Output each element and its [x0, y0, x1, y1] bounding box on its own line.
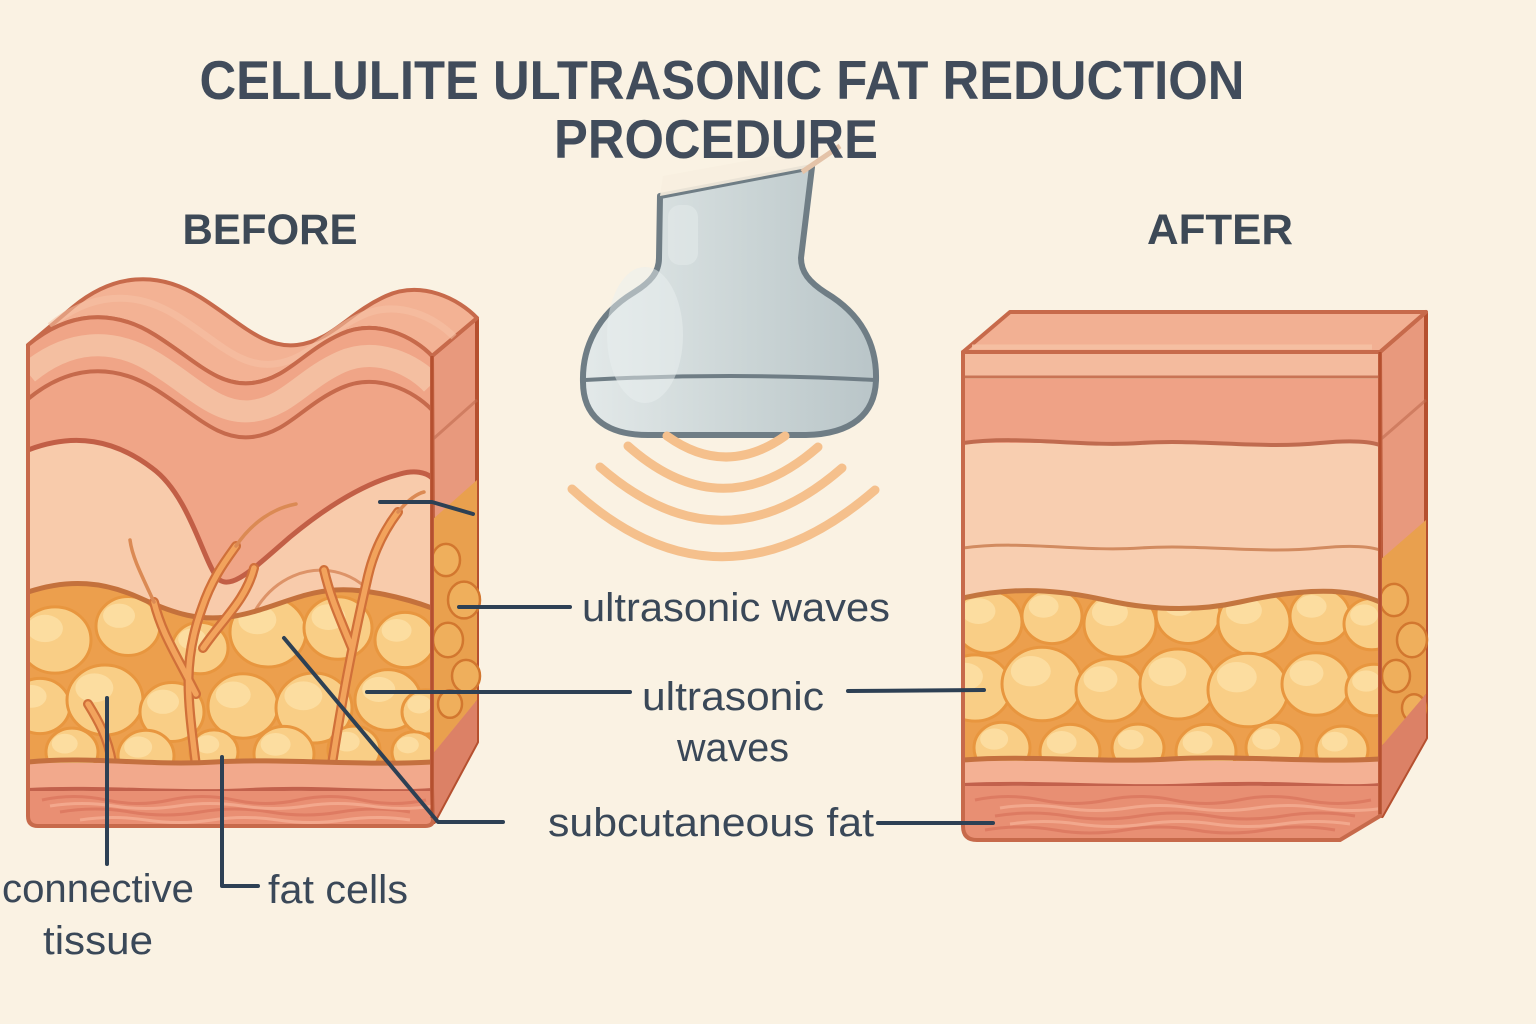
diagram-title-line1: CELLULITE ULTRASONIC FAT REDUCTION	[200, 49, 1245, 111]
transducer-top-streak	[800, 143, 842, 175]
before-muscle-layer	[28, 791, 433, 826]
label-subcutaneous-fat: subcutaneous fat	[548, 801, 874, 845]
after-section-label: AFTER	[1147, 206, 1293, 254]
before-skin-block	[26, 277, 482, 828]
after-membrane-band	[963, 755, 1380, 789]
leader-dimple-pointer	[378, 500, 475, 516]
after-block-outline	[961, 350, 1382, 842]
leader-lines	[105, 500, 995, 888]
ultrasonic-wave-arcs-icon	[567, 431, 880, 562]
label-ultrasonic-waves-center-line2: waves	[676, 726, 789, 770]
before-membrane-band	[28, 757, 433, 794]
transducer-highlight	[607, 267, 683, 403]
before-block-outline	[26, 315, 435, 828]
after-fat-layer	[963, 588, 1380, 764]
diagram-title-line2: PROCEDURE	[554, 108, 878, 170]
label-connective-tissue-line1: connective	[2, 867, 194, 911]
before-section-label: BEFORE	[183, 206, 358, 254]
after-muscle-layer	[963, 786, 1380, 840]
after-skin-block	[961, 310, 1429, 842]
before-fat-layer	[28, 581, 433, 770]
before-top-face-highlight	[47, 294, 457, 368]
label-connective-tissue-line2: tissue	[43, 919, 153, 963]
ultrasound-transducer-icon	[579, 143, 880, 438]
label-fat-cells: fat cells	[268, 868, 408, 912]
leader-ultrasonic-waves-center-right	[846, 688, 986, 693]
before-connective-strands	[83, 490, 426, 771]
transducer-top-fade	[660, 148, 818, 196]
leader-fat-cells	[220, 755, 260, 888]
after-epidermis-layer	[963, 379, 1380, 443]
after-block-front-face	[963, 352, 1380, 840]
leader-subcutaneous-fat-left	[282, 636, 505, 824]
label-ultrasonic-waves-center-line1: ultrasonic	[642, 675, 824, 719]
before-block-front-face	[28, 317, 433, 826]
label-ultrasonic-waves-upper: ultrasonic waves	[582, 586, 890, 630]
after-block-side-face	[1378, 310, 1429, 818]
before-block-side-face	[430, 316, 482, 824]
